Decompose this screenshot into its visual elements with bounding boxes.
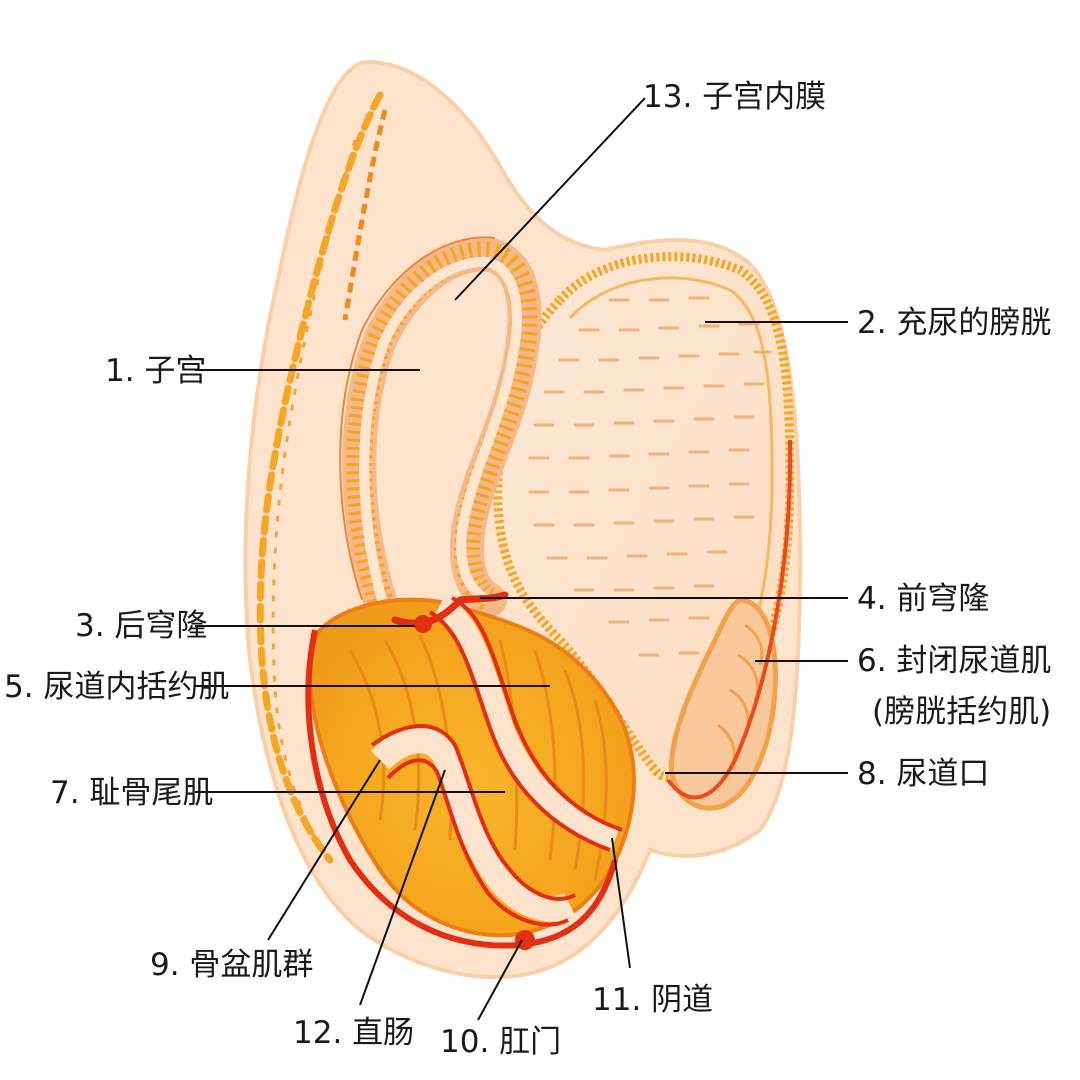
left-tissue-line-inner (271, 139, 357, 871)
label-posterior-fornix: 3. 后穹隆 (75, 608, 208, 644)
leader-endometrium (454, 97, 646, 301)
leader-vagina (611, 837, 631, 969)
urethra (666, 439, 793, 800)
leader-rectum (359, 769, 446, 1006)
leader-lines (195, 97, 848, 1021)
label-internal-urethral-sphincter: 5. 尿道内括约肌 (4, 669, 230, 705)
label-endometrium: 13. 子宫内膜 (643, 79, 827, 115)
label-filled-bladder: 2. 充尿的膀胱 (857, 305, 1052, 341)
pelvic-muscle-mass (308, 597, 636, 938)
rectum-wall-2 (386, 758, 569, 927)
posterior-fornix-mark (414, 615, 432, 633)
label-anus: 10. 肛门 (440, 1024, 562, 1060)
bladder-urine-pattern (528, 296, 772, 657)
posterior-wall-line (342, 109, 388, 321)
label-urethral-closing-muscle: 6. 封闭尿道肌 (857, 643, 1052, 679)
vagina-wall-1 (428, 610, 611, 852)
urethral-sphincter (669, 597, 778, 811)
uterus-cavity (359, 256, 522, 605)
leader-pelvic-muscles (267, 759, 381, 941)
uterus-outline-left (339, 236, 496, 601)
leader-anus (477, 939, 523, 1021)
label-urethral-opening: 8. 尿道口 (857, 756, 990, 792)
pelvic-floor-boundary (305, 629, 618, 949)
vagina-wall-2 (451, 596, 623, 832)
vagina (434, 595, 619, 851)
rectum-wall-1 (370, 724, 576, 901)
label-anterior-fornix: 4. 前穹隆 (857, 581, 990, 617)
label-pelvic-muscle-group: 9. 骨盆肌群 (150, 947, 314, 983)
left-tissue-line-outer (256, 91, 384, 864)
label-vagina: 11. 阴道 (592, 982, 714, 1018)
label-uterus: 1. 子宫 (105, 353, 207, 389)
label-pubococcygeus: 7. 耻骨尾肌 (50, 775, 214, 811)
label-bladder-sphincter: (膀胱括约肌) (872, 694, 1052, 730)
rectum (370, 727, 576, 922)
label-rectum: 12. 直肠 (293, 1015, 415, 1051)
